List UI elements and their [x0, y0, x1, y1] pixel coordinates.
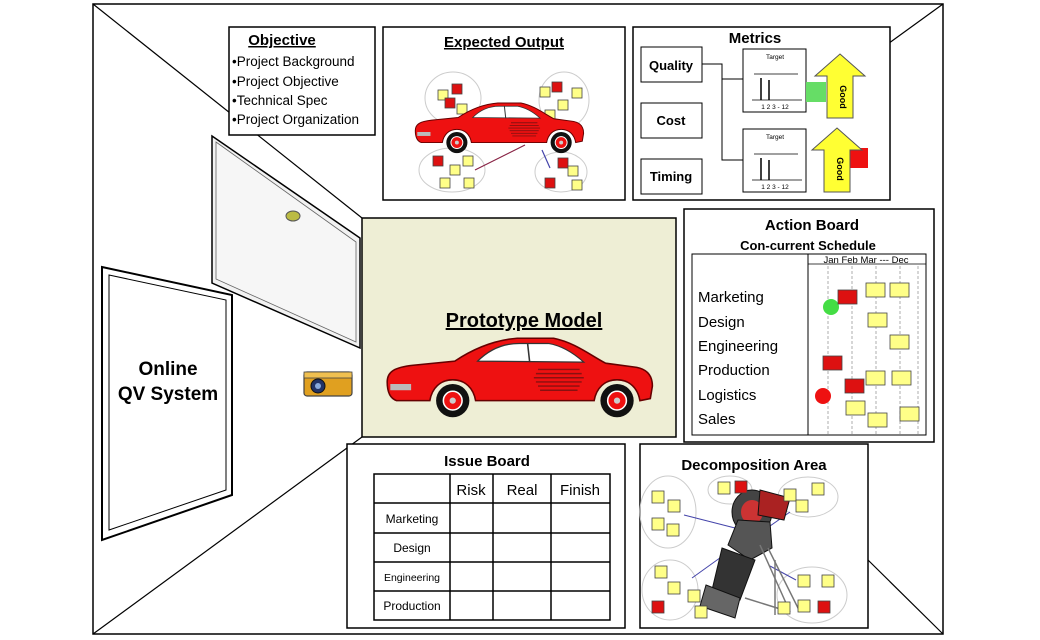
metrics-board: Metrics Quality Cost Timing Target 1 2 3… [632, 26, 891, 201]
door [211, 134, 361, 350]
action-board-months: Jan Feb Mar --- Dec [824, 255, 909, 266]
action-board-title: Action Board [765, 217, 859, 234]
metric-chart-title: Target [766, 134, 784, 141]
good-arrow-icon [813, 53, 867, 119]
metric-chart-title: Target [766, 54, 784, 61]
schedule-notes [815, 282, 920, 428]
metric-chart-axis: 1 2 3 - 12 [761, 184, 789, 191]
prototype-title: Prototype Model [446, 310, 603, 332]
quality-status-square [806, 82, 826, 102]
action-row-label: Marketing [698, 289, 764, 306]
issue-column-header: Risk [456, 482, 486, 499]
expected-output-board: Expected Output [382, 26, 626, 201]
good-arrow-icon [810, 127, 864, 193]
online-qv-title-line2: QV System [118, 384, 218, 405]
issue-row-label: Engineering [384, 572, 440, 584]
issue-board: Issue Board Risk Real Finish Marketing D… [346, 443, 626, 629]
metric-label-quality: Quality [649, 58, 694, 73]
action-row-label: Engineering [698, 338, 778, 355]
projector-icon [303, 371, 353, 397]
objective-item: •Project Background [232, 54, 355, 69]
prototype-model-panel: Prototype Model [361, 217, 677, 438]
good-arrow-label: Good [835, 157, 845, 181]
action-row-label: Production [698, 362, 770, 379]
issue-board-title: Issue Board [444, 453, 530, 470]
metric-label-timing: Timing [650, 169, 692, 184]
action-row-label: Sales [698, 411, 736, 428]
issue-column-header: Finish [560, 482, 600, 499]
decomposition-area-board: Decomposition Area [639, 443, 869, 629]
online-qv-screen: Online QV System [101, 265, 233, 542]
online-qv-title-line1: Online [138, 359, 197, 380]
room-outline [92, 3, 944, 635]
metric-chart-axis: 1 2 3 - 12 [761, 104, 789, 111]
metrics-title: Metrics [729, 30, 782, 47]
action-board-subtitle: Con-current Schedule [740, 238, 876, 253]
objective-board: Objective •Project Background •Project O… [228, 26, 376, 136]
decomposition-title: Decomposition Area [681, 457, 827, 474]
perspective-lines [92, 3, 944, 635]
door-knob [285, 210, 301, 222]
issue-table [373, 473, 611, 621]
issue-row-label: Design [393, 541, 430, 555]
issue-column-header: Real [507, 482, 538, 499]
timing-status-square [848, 148, 868, 168]
objective-item: •Technical Spec [232, 93, 328, 108]
action-row-label: Logistics [698, 387, 756, 404]
action-row-label: Design [698, 314, 745, 331]
issue-row-label: Production [383, 599, 440, 613]
objective-item: •Project Organization [232, 112, 359, 127]
decomposition-notes [651, 480, 835, 619]
issue-row-label: Marketing [386, 512, 439, 526]
good-arrow-label: Good [838, 85, 848, 109]
engine-decomposition-image [699, 489, 801, 619]
metric-label-cost: Cost [657, 113, 687, 128]
objective-title: Objective [248, 32, 316, 49]
action-board: Action Board Con-current Schedule Jan Fe… [683, 208, 935, 443]
objective-item: •Project Objective [232, 74, 339, 89]
expected-output-title: Expected Output [444, 34, 564, 51]
sticky-notes [432, 81, 583, 191]
